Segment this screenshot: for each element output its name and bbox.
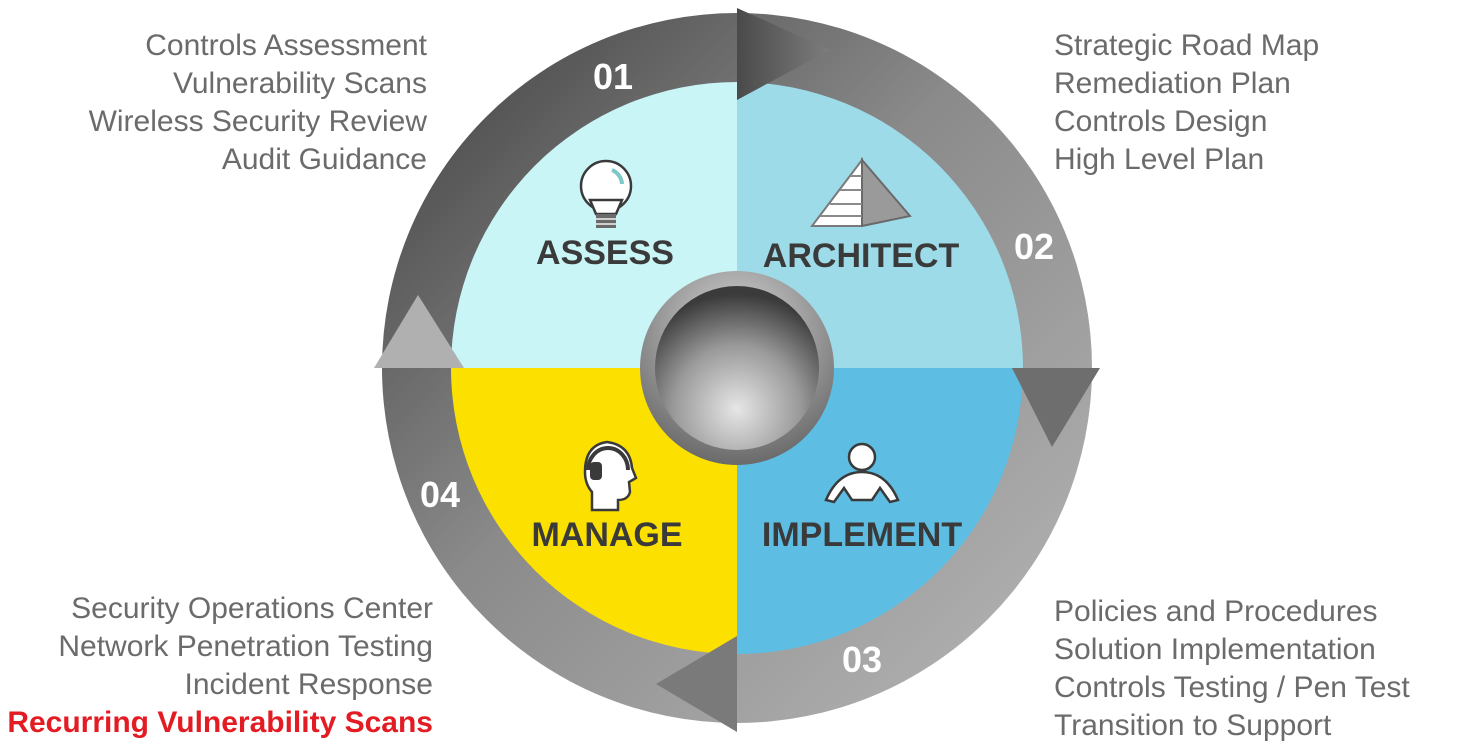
architect-item: High Level Plan (1054, 143, 1265, 176)
manage-item: Security Operations Center (71, 592, 433, 625)
arrow-head-04 (374, 295, 464, 368)
lightbulb-icon (579, 159, 633, 228)
arrow-head-03 (656, 636, 737, 732)
implement-items-list: Policies and Procedures Solution Impleme… (1054, 593, 1410, 745)
assess-item: Controls Assessment (145, 29, 427, 62)
architect-item: Strategic Road Map (1054, 29, 1320, 62)
manage-item: Network Penetration Testing (58, 630, 433, 663)
center-knob (655, 286, 819, 450)
label-implement: IMPLEMENT (762, 516, 962, 554)
label-assess: ASSESS (536, 234, 674, 272)
manage-item: Incident Response (184, 668, 434, 701)
implement-item: Controls Testing / Pen Test (1054, 671, 1410, 704)
step-number-03: 03 (842, 639, 882, 680)
step-number-04: 04 (420, 474, 460, 515)
manage-items-list: Security Operations Center Network Penet… (7, 590, 433, 742)
quadrant-implement (737, 368, 1023, 654)
implement-item: Solution Implementation (1054, 633, 1376, 666)
arrow-head-01 (737, 8, 830, 100)
architect-items-list: Strategic Road Map Remediation Plan Cont… (1054, 27, 1319, 179)
assess-item: Vulnerability Scans (172, 67, 427, 100)
label-architect: ARCHITECT (763, 237, 960, 275)
quadrant-assess (451, 82, 737, 368)
headset-icon (583, 440, 638, 512)
architect-item: Remediation Plan (1054, 67, 1291, 100)
assess-item: Audit Guidance (221, 143, 427, 176)
assess-items-list: Controls Assessment Vulnerability Scans … (89, 27, 427, 179)
quadrant-architect (737, 82, 1023, 368)
pyramid-icon (809, 157, 912, 228)
architect-item: Controls Design (1054, 105, 1268, 138)
step-number-02: 02 (1014, 226, 1054, 267)
manage-item-highlighted: Recurring Vulnerability Scans (7, 706, 433, 739)
person-icon (824, 442, 900, 504)
implement-item: Policies and Procedures (1054, 595, 1378, 628)
arrow-head-02 (1012, 368, 1100, 447)
label-manage: MANAGE (531, 516, 682, 554)
implement-item: Transition to Support (1054, 709, 1332, 742)
step-number-01: 01 (593, 56, 633, 97)
assess-item: Wireless Security Review (88, 105, 427, 138)
